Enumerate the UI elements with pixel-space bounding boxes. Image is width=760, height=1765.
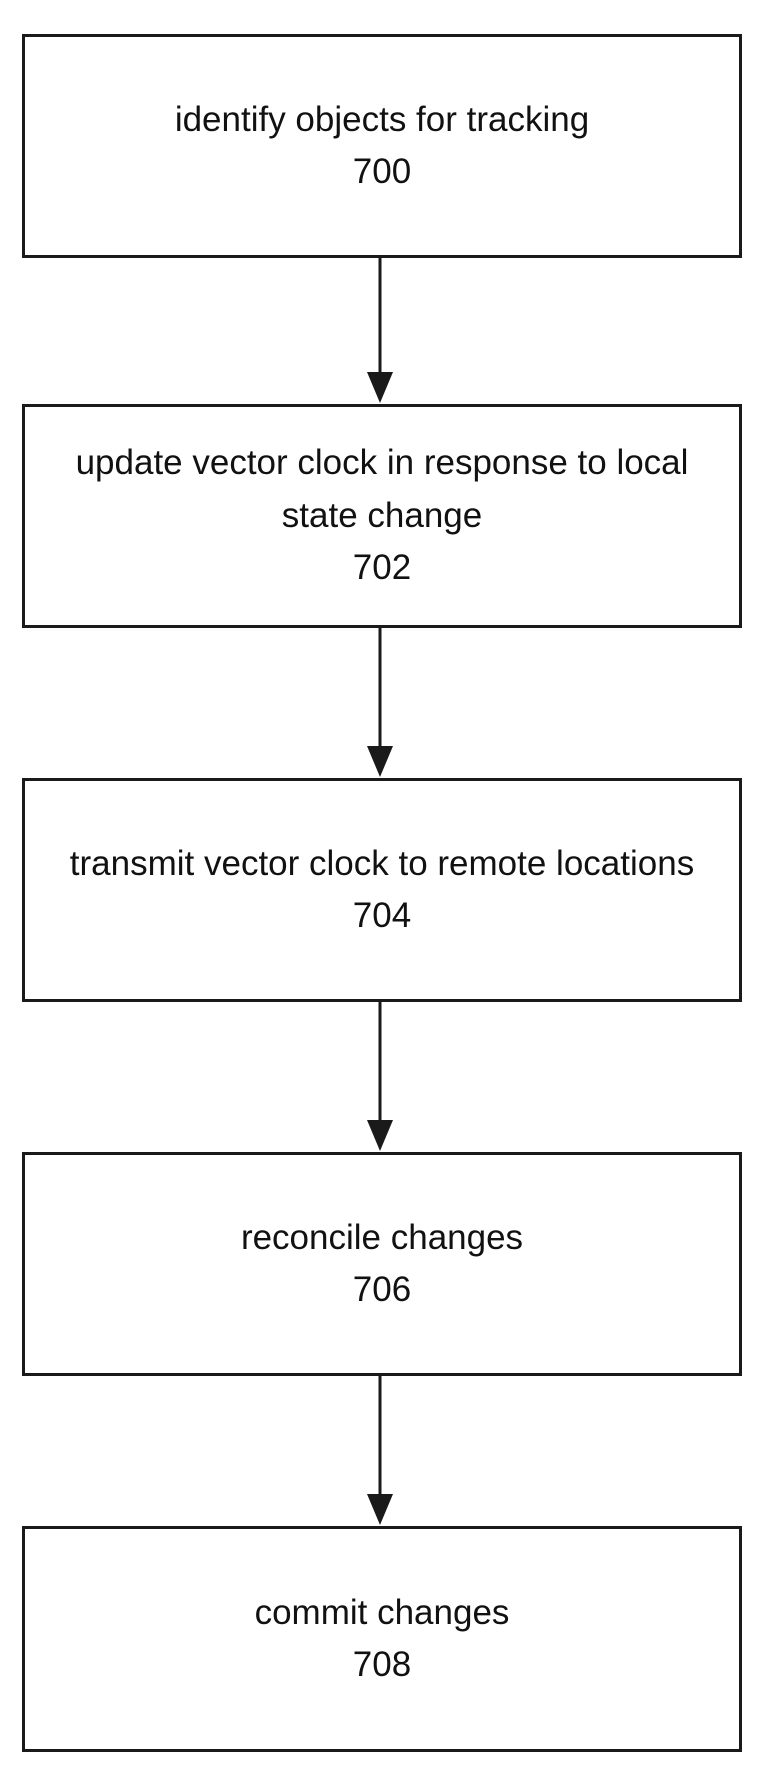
step-label: update vector clock in response to local… <box>25 437 739 542</box>
step-reference-number: 706 <box>335 1264 429 1317</box>
step-label: reconcile changes <box>223 1212 541 1265</box>
arrow-700-to-702 <box>0 258 760 404</box>
step-box-704: transmit vector clock to remote location… <box>22 778 742 1002</box>
step-box-700: identify objects for tracking 700 <box>22 34 742 258</box>
step-reference-number: 702 <box>335 542 429 595</box>
arrow-706-to-708 <box>0 1376 760 1526</box>
arrow-702-to-704 <box>0 628 760 778</box>
arrow-704-to-706 <box>0 1002 760 1152</box>
step-reference-number: 708 <box>335 1639 429 1692</box>
step-box-706: reconcile changes 706 <box>22 1152 742 1376</box>
step-box-702: update vector clock in response to local… <box>22 404 742 628</box>
step-label: identify objects for tracking <box>157 94 607 147</box>
step-label: transmit vector clock to remote location… <box>52 838 712 891</box>
step-reference-number: 704 <box>335 890 429 943</box>
step-box-708: commit changes 708 <box>22 1526 742 1752</box>
step-label: commit changes <box>237 1587 528 1640</box>
step-reference-number: 700 <box>335 146 429 199</box>
